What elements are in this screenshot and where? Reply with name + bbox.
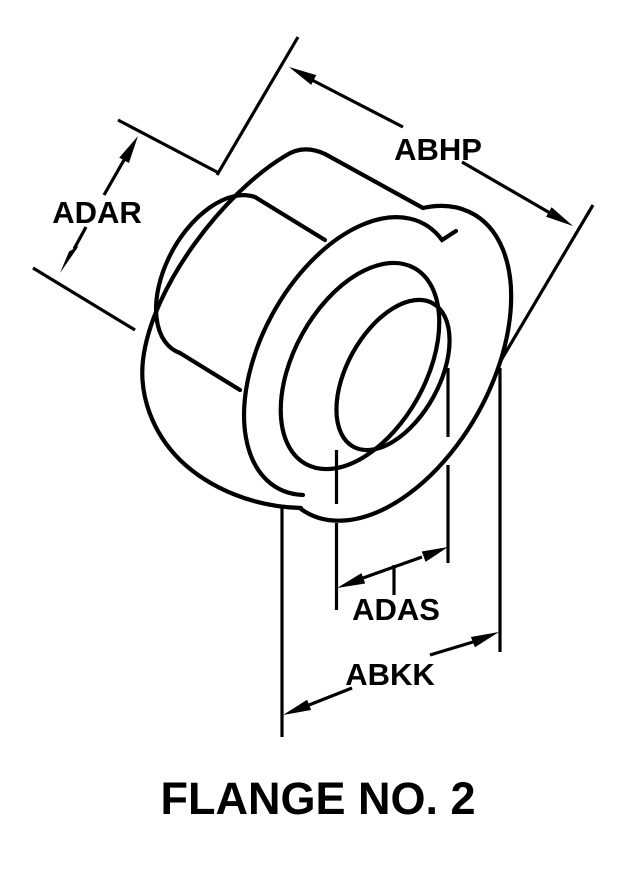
abhp-arrowhead-right [546, 207, 573, 226]
dimension-abhp: ABHP [215, 36, 595, 363]
abhp-dim-line-left [311, 78, 404, 129]
abkk-dim-line-left [308, 686, 353, 707]
adas-arrowhead-left [337, 573, 366, 588]
abkk-label: ABKK [345, 657, 435, 692]
flange-center-hole [334, 297, 452, 453]
flange-body [140, 147, 514, 523]
abkk-arrowhead-left [283, 699, 312, 715]
abhp-label: ABHP [394, 132, 482, 167]
adas-arrowhead-right [421, 547, 448, 562]
adas-dim-line [362, 555, 423, 580]
adar-extension-line-bottom [32, 266, 136, 332]
flange-top-edge-line [322, 151, 426, 211]
hub-bottom-silhouette-line [177, 350, 243, 393]
flange-front-face-outer-arc [298, 203, 514, 523]
abhp-extension-line-right [498, 204, 595, 363]
dimension-abkk: ABKK [280, 368, 502, 737]
flange-back-rim-arc [140, 147, 328, 511]
abhp-extension-line-left [215, 36, 300, 176]
adar-extension-line-top [117, 118, 218, 174]
dimension-adas: ADAS [334, 368, 450, 627]
flange-face-chamfer-arc [242, 215, 459, 498]
dimension-adar: ADAR [32, 118, 218, 332]
hub-top-silhouette-line [252, 194, 328, 243]
adar-arrowhead-bottom [60, 246, 79, 273]
adas-label: ADAS [352, 592, 440, 627]
adar-dim-line-bottom [72, 226, 88, 250]
adar-dim-line-top [102, 159, 126, 196]
hub-end-arc [154, 193, 258, 356]
abhp-dim-line-right [461, 160, 551, 215]
adar-arrowhead-top [119, 136, 138, 163]
abkk-dim-line-right [429, 640, 474, 657]
adar-label: ADAR [52, 195, 142, 230]
abkk-arrowhead-right [470, 632, 499, 648]
figure-title: FLANGE NO. 2 [160, 773, 475, 824]
flange-raised-face-ellipse [278, 260, 442, 472]
abhp-arrowhead-left [289, 67, 317, 85]
